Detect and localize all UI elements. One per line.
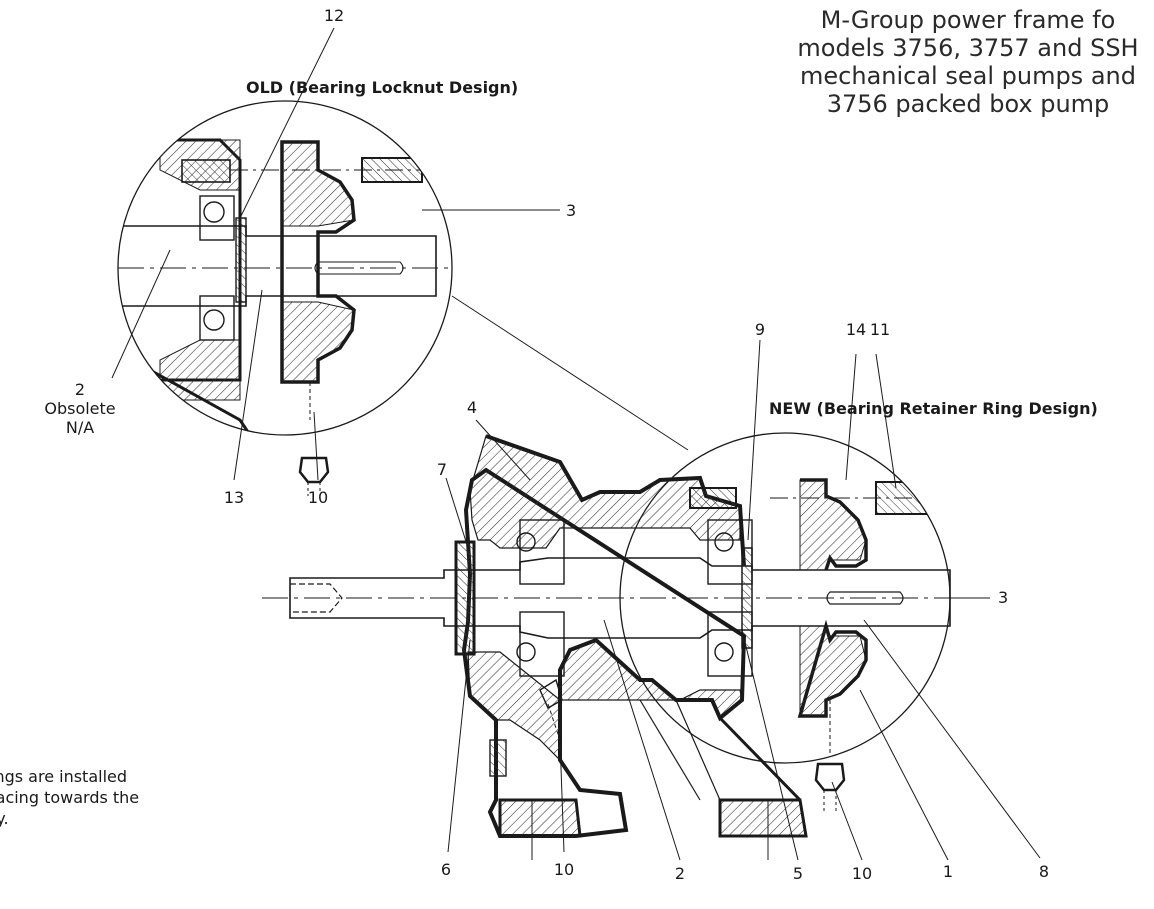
callout-9: 9	[754, 320, 766, 339]
obsolete-note-number: 2	[74, 380, 86, 399]
footnote: ings are installed facing towards the ty…	[0, 766, 139, 829]
main-assembly	[262, 434, 990, 860]
callout-10-old: 10	[307, 488, 329, 507]
obsolete-note: 2 Obsolete N/A	[28, 380, 132, 437]
callout-2: 2	[674, 864, 686, 883]
callout-6: 6	[440, 860, 452, 879]
obsolete-note-line2: N/A	[65, 418, 95, 437]
callout-10-a: 10	[553, 860, 575, 879]
callout-3-new: 3	[998, 588, 1009, 607]
footnote-line: facing towards the	[0, 788, 140, 807]
grease-nipple-old	[298, 456, 330, 484]
heading-line: 3756 packed box pump	[826, 90, 1110, 118]
obsolete-note-line1: Obsolete	[44, 399, 116, 418]
callout-7: 7	[436, 460, 448, 479]
leader-lines	[111, 27, 1041, 861]
old-detail-view	[117, 100, 453, 496]
old-view-title: OLD (Bearing Locknut Design)	[246, 78, 519, 97]
callout-8: 8	[1038, 862, 1050, 881]
heading-line: M-Group power frame fo	[820, 6, 1116, 34]
heading-line: models 3756, 3757 and SSH	[797, 34, 1139, 62]
callout-12: 12	[323, 6, 345, 25]
footnote-line: ty.	[0, 809, 9, 828]
callout-3-old: 3	[566, 201, 577, 220]
grease-nipple-new	[814, 762, 846, 792]
callout-14: 14	[845, 320, 867, 339]
footnote-line: ings are installed	[0, 767, 128, 786]
callout-10-b: 10	[851, 864, 873, 883]
heading-line: mechanical seal pumps and	[800, 62, 1136, 90]
callout-11: 11	[869, 320, 891, 339]
callout-4: 4	[466, 398, 478, 417]
callout-1: 1	[942, 862, 954, 881]
detail-connector-line	[451, 295, 689, 451]
new-view-title: NEW (Bearing Retainer Ring Design)	[769, 399, 1098, 418]
callout-13: 13	[223, 488, 245, 507]
callout-5: 5	[792, 864, 804, 883]
diagram-heading: M-Group power frame fo models 3756, 3757…	[728, 6, 1154, 118]
